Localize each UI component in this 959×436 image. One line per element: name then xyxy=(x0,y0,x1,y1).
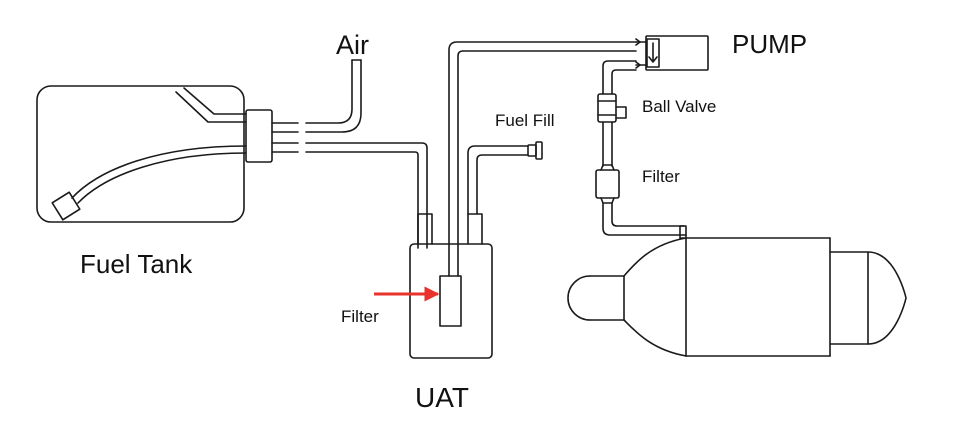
turbine-engine xyxy=(567,237,907,357)
fuel-fill-label: Fuel Fill xyxy=(495,111,555,130)
uat-to-pump-line xyxy=(448,41,637,277)
air-vent-line xyxy=(305,59,362,133)
ball-valve xyxy=(597,93,627,123)
fuel-fill-cap xyxy=(527,141,543,160)
pump-label: PUMP xyxy=(732,29,807,59)
pump-to-valve-line xyxy=(602,60,637,95)
feed-line-tank-to-uat xyxy=(305,142,428,249)
filter-to-engine-line xyxy=(602,202,687,239)
tank-outlet-stubs xyxy=(271,122,299,153)
line-filter-label: Filter xyxy=(642,167,680,186)
fuel-tank xyxy=(36,85,273,223)
fuel-fill-line xyxy=(467,145,529,215)
pump xyxy=(635,35,709,71)
uat-label: UAT xyxy=(415,382,469,413)
air-label: Air xyxy=(336,30,369,60)
valve-to-filter-line xyxy=(602,121,613,167)
pump-outlet-nozzle xyxy=(635,61,641,69)
inline-filter xyxy=(595,164,620,204)
fuel-tank-label: Fuel Tank xyxy=(80,249,193,279)
ball-valve-label: Ball Valve xyxy=(642,97,716,116)
uat-filter xyxy=(439,275,462,327)
uat-tank xyxy=(409,213,493,359)
uat-filter-label: Filter xyxy=(341,307,379,326)
pump-inlet-nozzle xyxy=(635,38,641,46)
